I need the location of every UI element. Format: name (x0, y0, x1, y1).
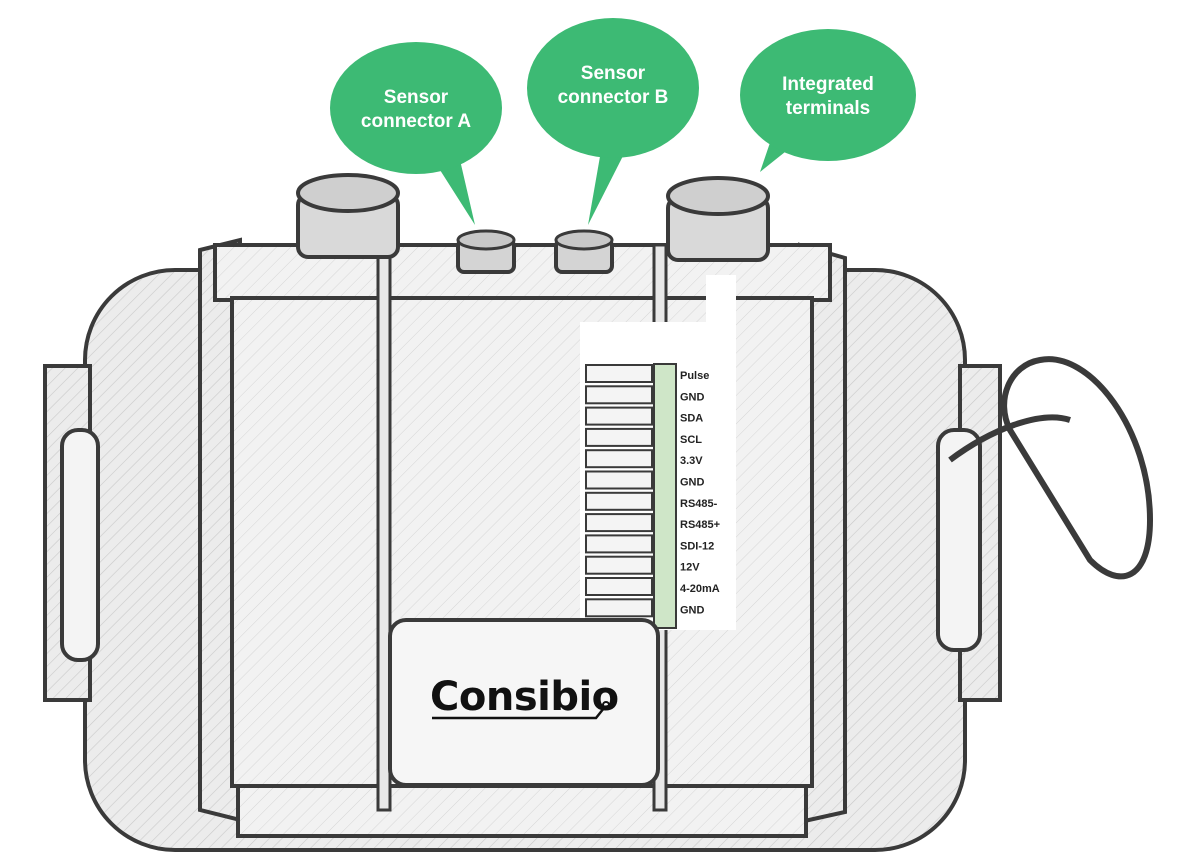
terminal-screw-housing (585, 577, 653, 596)
terminal-screw-housing (585, 364, 653, 383)
callout-sensor-connector-a: Sensor connector A (330, 42, 502, 225)
cable-gland-right (666, 176, 770, 262)
callout-text-line-1: Integrated (782, 74, 874, 95)
terminal-block (653, 363, 677, 629)
terminal-label: GND (680, 391, 705, 403)
left-handle-slot (60, 428, 100, 662)
brand-logo-underline (432, 707, 605, 720)
brand-logo-text: Consibio (430, 674, 619, 720)
brand-logo-dot (602, 701, 610, 709)
sensor-connector-b-port (554, 229, 614, 274)
terminal-label: RS485- (680, 498, 718, 510)
callout-text-line-2: connector A (361, 111, 471, 132)
connectors (296, 173, 770, 274)
terminal-label: 3.3V (680, 455, 703, 467)
callout-text-line-2: connector B (558, 87, 669, 108)
terminal-screw-housing (585, 385, 653, 405)
terminal-screw-housing (585, 470, 653, 490)
terminal-screw-housing (585, 513, 653, 533)
brand-plate: Consibio (388, 618, 660, 787)
callout-text-line-1: Sensor (384, 87, 449, 108)
brand-plate-frame (388, 618, 660, 787)
terminal-screw-housing (585, 406, 653, 426)
cable-gland-left (296, 173, 400, 259)
terminal-label: SCL (680, 434, 702, 446)
sensor-connector-a-port (456, 229, 516, 274)
carabiner (948, 356, 1154, 580)
terminal-label: SDI-12 (680, 540, 714, 552)
callout-text-line-1: Sensor (581, 63, 646, 84)
terminal-screw-housing (585, 598, 653, 618)
terminal-screw-housing (585, 491, 653, 511)
terminal-label: GND (680, 604, 705, 616)
right-handle-slot (936, 428, 982, 652)
terminal-screw-housing (585, 449, 653, 469)
terminal-screw-housing (585, 534, 653, 554)
terminal-label: SDA (680, 413, 703, 425)
callout-sensor-connector-b: Sensor connector B (527, 18, 699, 225)
terminal-label: 4-20mA (680, 583, 720, 595)
terminal-screw-housing (585, 427, 653, 447)
terminal-screw-housing (585, 555, 653, 575)
terminal-label: RS485+ (680, 519, 720, 531)
terminal-cutout-top (706, 275, 736, 325)
terminal-label: GND (680, 477, 705, 489)
bottom-rail (236, 784, 808, 838)
callout-text-line-2: terminals (786, 98, 870, 119)
terminal-label: Pulse (680, 370, 709, 382)
terminal-label: 12V (680, 562, 700, 574)
callout-integrated-terminals: Integrated terminals (740, 29, 916, 172)
